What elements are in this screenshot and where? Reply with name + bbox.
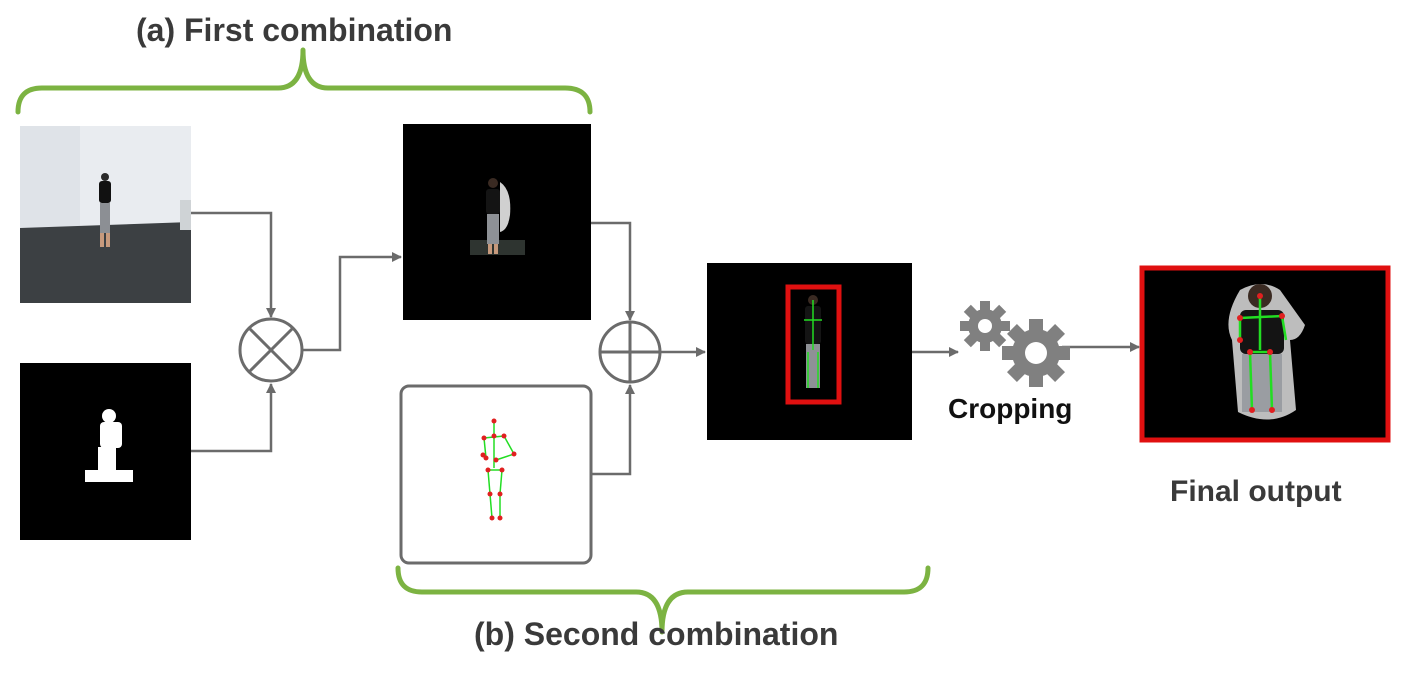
arrow-mask-to-multiply xyxy=(191,383,276,453)
arrow-multiply-to-segmented xyxy=(302,252,402,352)
skeleton-frame xyxy=(399,384,593,565)
arrow-rgb-to-multiply xyxy=(191,211,276,318)
input-rgb-frame xyxy=(20,126,191,303)
second-combination-label: (b) Second combination xyxy=(474,616,839,652)
arrow-skeleton-to-add xyxy=(591,384,635,476)
segmented-person-frame xyxy=(403,124,591,320)
combined-frame xyxy=(707,263,912,440)
silhouette-mask xyxy=(20,363,191,540)
final-output-frame xyxy=(1139,265,1391,443)
arrow-segmented-to-add xyxy=(591,221,635,321)
brace-first-combination xyxy=(15,47,593,115)
first-combination-label: (a) First combination xyxy=(136,12,453,48)
brace-second-combination xyxy=(395,565,931,635)
multiply-operator xyxy=(238,317,304,383)
final-output-label: Final output xyxy=(1170,475,1342,508)
cropping-label: Cropping xyxy=(948,393,1073,424)
gear-icon xyxy=(960,301,1070,387)
add-operator xyxy=(598,320,662,384)
